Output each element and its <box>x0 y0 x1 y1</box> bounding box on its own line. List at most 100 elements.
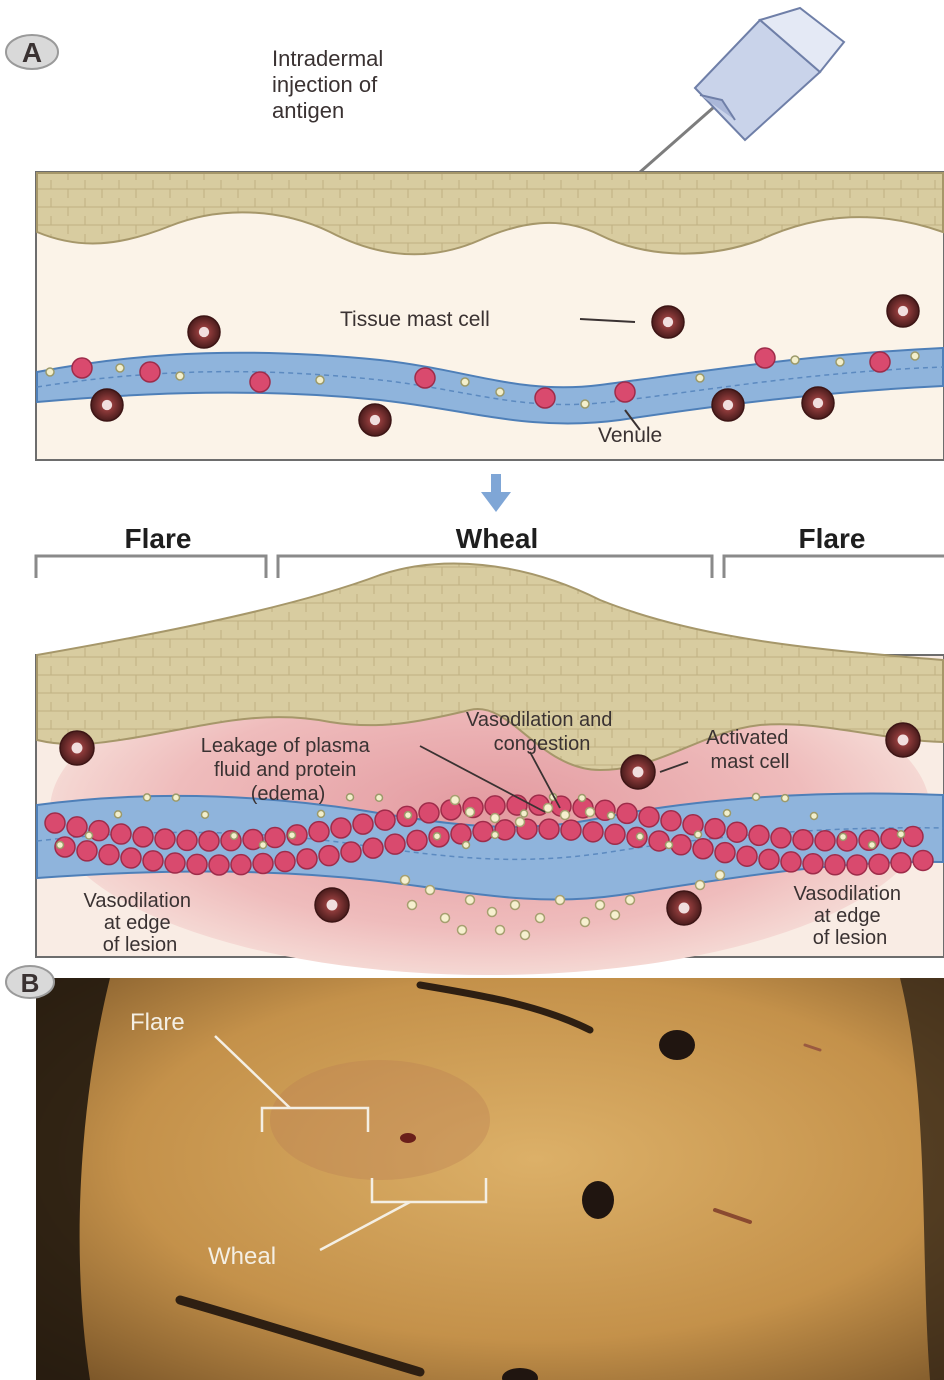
red-blood-cell <box>165 853 185 873</box>
red-blood-cell <box>803 854 823 874</box>
leaked-protein <box>488 908 497 917</box>
wheal-label: Wheal <box>456 523 538 554</box>
mast-cell-nucleus <box>102 400 112 410</box>
plasma-protein <box>579 794 586 801</box>
plasma-protein <box>695 831 702 838</box>
red-blood-cell <box>415 368 435 388</box>
plasma-protein <box>898 831 905 838</box>
red-blood-cell <box>825 855 845 875</box>
plasma-protein <box>791 356 799 364</box>
flare-left-label: Flare <box>125 523 192 554</box>
red-blood-cell <box>199 831 219 851</box>
plasma-protein <box>696 374 704 382</box>
tissue-mast-cell-label: Tissue mast cell <box>340 308 490 331</box>
plasma-protein <box>869 841 876 848</box>
red-blood-cell <box>615 382 635 402</box>
red-blood-cell <box>419 803 439 823</box>
red-blood-cell <box>341 842 361 862</box>
plasma-protein <box>637 833 644 840</box>
plasma-protein <box>463 841 470 848</box>
flare-redness <box>270 1060 490 1180</box>
plasma-protein <box>521 810 528 817</box>
red-blood-cell <box>45 813 65 833</box>
red-blood-cell <box>231 855 251 875</box>
panel-b-badge: B <box>6 966 54 998</box>
plasma-protein <box>318 810 325 817</box>
red-blood-cell <box>353 814 373 834</box>
red-blood-cell <box>705 819 725 839</box>
red-blood-cell <box>473 821 493 841</box>
leaked-protein <box>458 926 467 935</box>
red-blood-cell <box>253 854 273 874</box>
mast-cell-nucleus <box>370 415 380 425</box>
plasma-protein <box>115 811 122 818</box>
plasma-protein <box>836 358 844 366</box>
red-blood-cell <box>121 848 141 868</box>
plasma-protein <box>289 832 296 839</box>
mast-cell-nucleus <box>813 398 823 408</box>
red-blood-cell <box>275 852 295 872</box>
plasma-protein <box>176 372 184 380</box>
leaked-protein <box>521 931 530 940</box>
leaked-protein <box>441 914 450 923</box>
red-blood-cell <box>781 852 801 872</box>
red-blood-cell <box>385 834 405 854</box>
red-blood-cell <box>815 831 835 851</box>
red-blood-cell <box>140 362 160 382</box>
red-blood-cell <box>870 352 890 372</box>
mast-cell-nucleus <box>199 327 209 337</box>
red-blood-cell <box>671 835 691 855</box>
mast-cell-nucleus <box>679 903 690 914</box>
plasma-protein <box>492 831 499 838</box>
leaked-protein <box>466 896 475 905</box>
leaked-protein <box>561 811 570 820</box>
red-blood-cell <box>99 845 119 865</box>
down-arrow-icon <box>481 474 511 512</box>
leaked-protein <box>401 876 410 885</box>
red-blood-cell <box>561 820 581 840</box>
plasma-protein <box>840 833 847 840</box>
plasma-protein <box>57 842 64 849</box>
leaked-protein <box>511 901 520 910</box>
photo-flare-label: Flare <box>130 1009 185 1036</box>
skin-mark <box>582 1181 614 1219</box>
mast-cell-nucleus <box>898 306 908 316</box>
plasma-protein <box>666 841 673 848</box>
red-blood-cell <box>319 846 339 866</box>
leaked-protein <box>586 808 595 817</box>
leaked-protein <box>451 796 460 805</box>
red-blood-cell <box>250 372 270 392</box>
leaked-protein <box>491 814 500 823</box>
red-blood-cell <box>375 810 395 830</box>
venule-label: Venule <box>598 424 662 447</box>
red-blood-cell <box>539 819 559 839</box>
leaked-protein <box>626 896 635 905</box>
red-blood-cell <box>771 828 791 848</box>
red-blood-cell <box>617 803 637 823</box>
plasma-protein <box>405 812 412 819</box>
panel-b-photo <box>36 978 944 1380</box>
leaked-protein <box>696 881 705 890</box>
photo-wheal-label: Wheal <box>208 1243 276 1270</box>
leaked-protein <box>556 896 565 905</box>
plasma-protein <box>144 794 151 801</box>
injection-label: Intradermal injection of antigen <box>272 46 389 123</box>
red-blood-cell <box>72 358 92 378</box>
leaked-protein <box>426 886 435 895</box>
injection-site <box>400 1133 416 1143</box>
mast-cell-nucleus <box>72 743 83 754</box>
panel-b-letter: B <box>21 968 40 998</box>
red-blood-cell <box>331 818 351 838</box>
red-blood-cell <box>187 854 207 874</box>
red-blood-cell <box>407 830 427 850</box>
red-blood-cell <box>535 388 555 408</box>
red-blood-cell <box>297 849 317 869</box>
plasma-protein <box>347 794 354 801</box>
red-blood-cell <box>913 850 933 870</box>
leaked-protein <box>496 926 505 935</box>
leaked-protein <box>466 808 475 817</box>
plasma-protein <box>811 812 818 819</box>
plasma-protein <box>46 368 54 376</box>
leaked-protein <box>716 871 725 880</box>
